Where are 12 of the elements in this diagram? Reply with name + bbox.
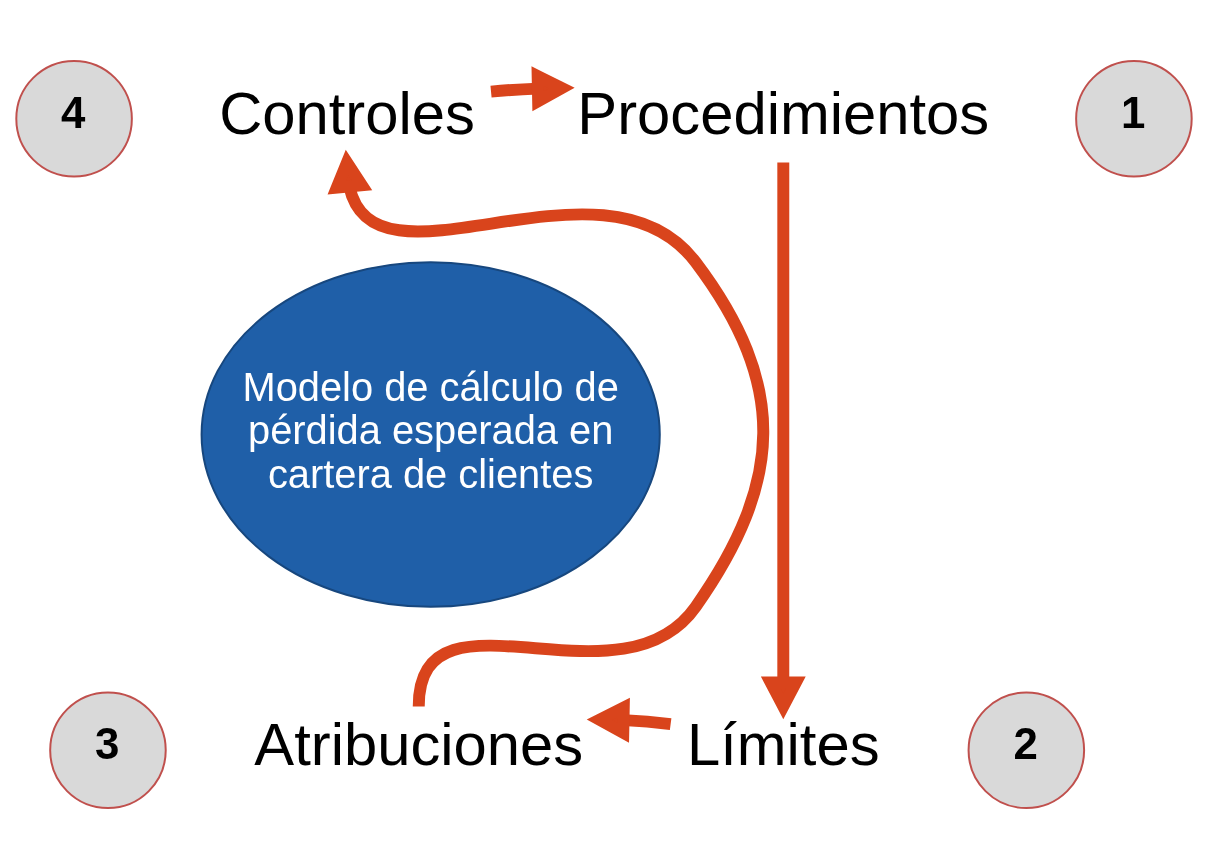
node-text: Atribuciones: [254, 710, 584, 778]
arrow: [760, 162, 806, 719]
arrow: [490, 65, 575, 111]
node-circle: 3: [49, 691, 167, 809]
node-circle: 2: [967, 691, 1086, 809]
node-circle: 1: [1075, 59, 1193, 177]
arrow: [586, 697, 672, 743]
node-text: Controles: [219, 79, 475, 147]
node-text: Límites: [687, 710, 880, 778]
node-text: Procedimientos: [577, 79, 990, 147]
node-ellipse: Modelo de cálculo de pérdida esperada en cartera de clientes: [200, 260, 661, 608]
node-circle: 4: [15, 59, 133, 177]
